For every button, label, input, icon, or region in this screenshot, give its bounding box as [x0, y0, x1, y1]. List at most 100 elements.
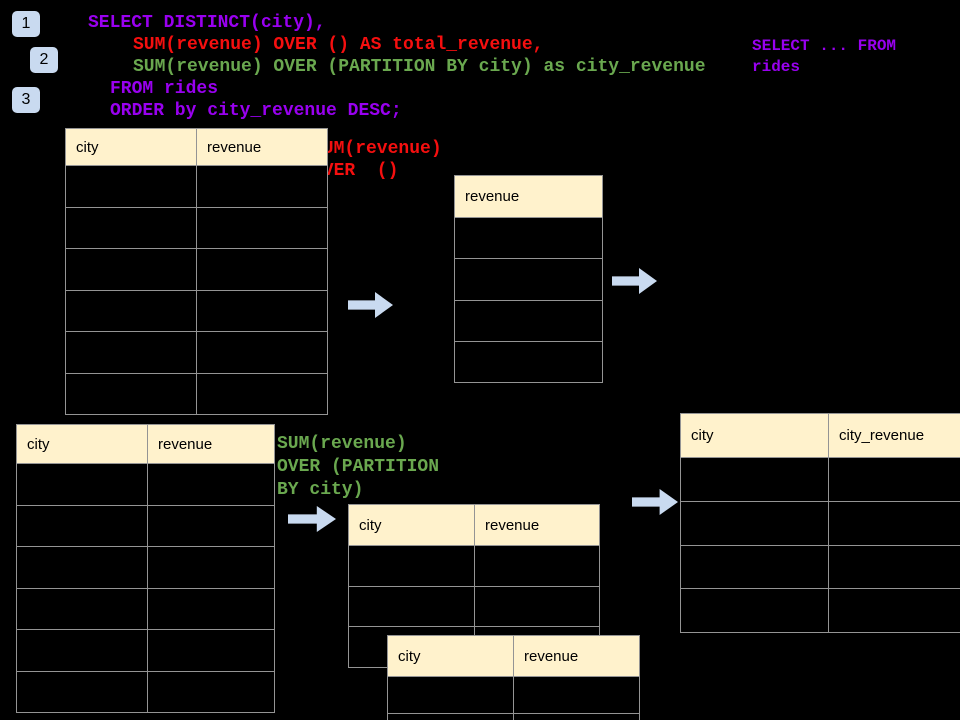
table-row [680, 500, 960, 546]
table-cell-empty [16, 546, 148, 589]
column-header-revenue: revenue [196, 128, 328, 166]
table-row [348, 585, 600, 628]
table-cell-empty [147, 587, 275, 630]
table-cell-empty [16, 463, 148, 506]
column-header-city: city [680, 413, 829, 458]
table-cell-empty [513, 713, 640, 720]
table-cell-empty [680, 457, 829, 502]
partition-annotation-line-2: OVER (PARTITION [277, 457, 440, 477]
table-cell-empty [454, 299, 603, 342]
table-row [65, 289, 328, 332]
column-header-city: city [65, 128, 197, 166]
table-cell-empty [348, 585, 475, 628]
table-cell-empty [65, 206, 197, 249]
table-row [16, 670, 275, 713]
table-cell-empty [828, 588, 960, 633]
table-cell-empty [680, 500, 829, 546]
table-row [65, 248, 328, 291]
from-note-line-1: SELECT ... FROM [752, 37, 897, 55]
table-row [454, 340, 603, 384]
step-badge-1: 1 [12, 11, 40, 37]
table-cell-empty [454, 340, 603, 384]
table-cell-empty [474, 545, 600, 587]
total-annotation-line-1: SUM(revenue) [312, 139, 442, 159]
partition-annotation-line-1: SUM(revenue) [277, 434, 407, 454]
table-row [16, 546, 275, 589]
table-row [16, 587, 275, 630]
table-row [454, 216, 603, 260]
table-row [65, 331, 328, 374]
table-row [454, 299, 603, 342]
column-header-city: city [387, 635, 514, 677]
table-row [16, 504, 275, 547]
step-badge-2: 2 [30, 47, 58, 73]
table-cell-empty [828, 544, 960, 590]
table-cell-empty [680, 588, 829, 633]
table-cell-empty [196, 372, 328, 415]
column-header-revenue: revenue [513, 635, 640, 677]
table-cell-empty [147, 629, 275, 672]
sql-line-from: FROM rides [110, 79, 219, 99]
table-row [680, 544, 960, 590]
flow-arrow-partition-result [632, 489, 678, 515]
partition-annotation-line-3: BY city) [277, 480, 364, 500]
table-row [65, 165, 328, 208]
table-row [65, 206, 328, 249]
step-badge-3: 3 [12, 87, 40, 113]
table-cell-empty [513, 676, 640, 714]
flow-arrow-total [348, 292, 393, 318]
table-cell-empty [828, 457, 960, 502]
table-cell-empty [147, 546, 275, 589]
table-cell-empty [196, 331, 328, 374]
table-cell-empty [65, 165, 197, 208]
table-cell-empty [454, 216, 603, 260]
table-cell-empty [474, 585, 600, 628]
table-row [680, 457, 960, 502]
table-cell-empty [147, 463, 275, 506]
column-header-city: city [16, 424, 148, 464]
table-row [65, 372, 328, 415]
table-cell-empty [348, 545, 475, 587]
table-row [680, 588, 960, 633]
table-cell-empty [16, 504, 148, 547]
table-cell-empty [387, 713, 514, 720]
table-cell-empty [16, 670, 148, 713]
column-header-revenue: revenue [147, 424, 275, 464]
table-cell-empty [65, 289, 197, 332]
table-row [16, 629, 275, 672]
flow-arrow-partition [288, 506, 336, 532]
sql-line-city-revenue: SUM(revenue) OVER (PARTITION BY city) as… [133, 57, 706, 77]
table-row [16, 463, 275, 506]
table-cell-empty [454, 258, 603, 301]
table-cell-empty [65, 372, 197, 415]
table-row [348, 545, 600, 587]
table-cell-empty [16, 587, 148, 630]
table-row [454, 258, 603, 301]
sql-line-select: SELECT DISTINCT(city), [88, 13, 326, 33]
table-row [387, 713, 640, 720]
table-cell-empty [196, 165, 328, 208]
table-cell-empty [680, 544, 829, 590]
column-header-revenue: revenue [454, 175, 603, 218]
sql-line-order-by: ORDER by city_revenue DESC; [110, 101, 402, 121]
sql-line-total-revenue: SUM(revenue) OVER () AS total_revenue, [133, 35, 544, 55]
column-header-city: city [348, 504, 475, 546]
column-header-revenue: revenue [474, 504, 600, 546]
table-row [387, 676, 640, 714]
table-cell-empty [196, 206, 328, 249]
table-cell-empty [16, 629, 148, 672]
table-cell-empty [147, 504, 275, 547]
table-cell-empty [65, 248, 197, 291]
table-cell-empty [196, 289, 328, 332]
from-note-line-2: rides [752, 58, 801, 76]
table-total-revenue-result: revenue [454, 175, 603, 384]
table-cell-empty [147, 670, 275, 713]
table-cell-empty [65, 331, 197, 374]
table-cell-empty [196, 248, 328, 291]
flow-arrow-total-result [612, 268, 657, 294]
